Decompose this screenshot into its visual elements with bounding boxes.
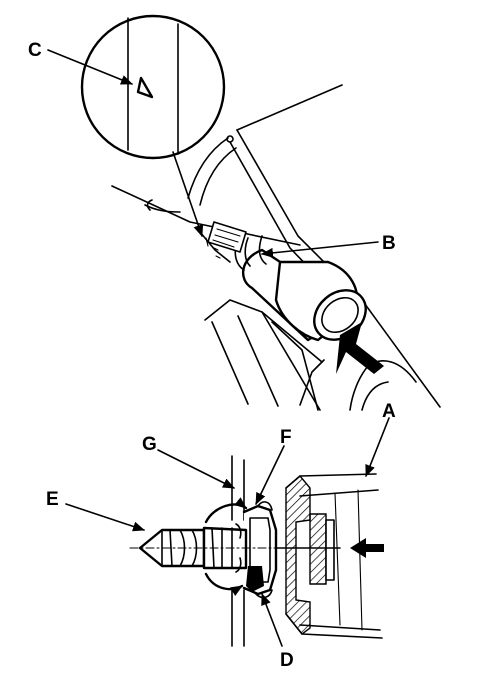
detail-pointer-arrow bbox=[172, 151, 204, 237]
sensor-f bbox=[242, 501, 278, 599]
label-d: D bbox=[280, 650, 294, 671]
notch-c bbox=[136, 76, 154, 99]
label-a: A bbox=[382, 401, 396, 422]
upper-view bbox=[80, 14, 441, 411]
label-c: C bbox=[28, 40, 42, 61]
lower-view bbox=[129, 455, 384, 647]
housing-a bbox=[285, 473, 383, 639]
rotate-arrow-top bbox=[204, 497, 248, 524]
rotate-arrow-bottom bbox=[204, 572, 244, 596]
housing-plug bbox=[269, 513, 341, 585]
detail-circle bbox=[80, 14, 226, 160]
push-arrow-upper bbox=[336, 322, 384, 374]
clip-d bbox=[246, 566, 264, 592]
label-b: B bbox=[382, 233, 396, 254]
callouts bbox=[47, 49, 390, 647]
label-f: F bbox=[280, 427, 292, 448]
label-g: G bbox=[142, 434, 157, 455]
label-e: E bbox=[46, 489, 59, 510]
sensor-nose-e bbox=[129, 523, 287, 573]
sensor-body-b bbox=[205, 221, 367, 342]
push-arrow-lower bbox=[350, 538, 384, 558]
